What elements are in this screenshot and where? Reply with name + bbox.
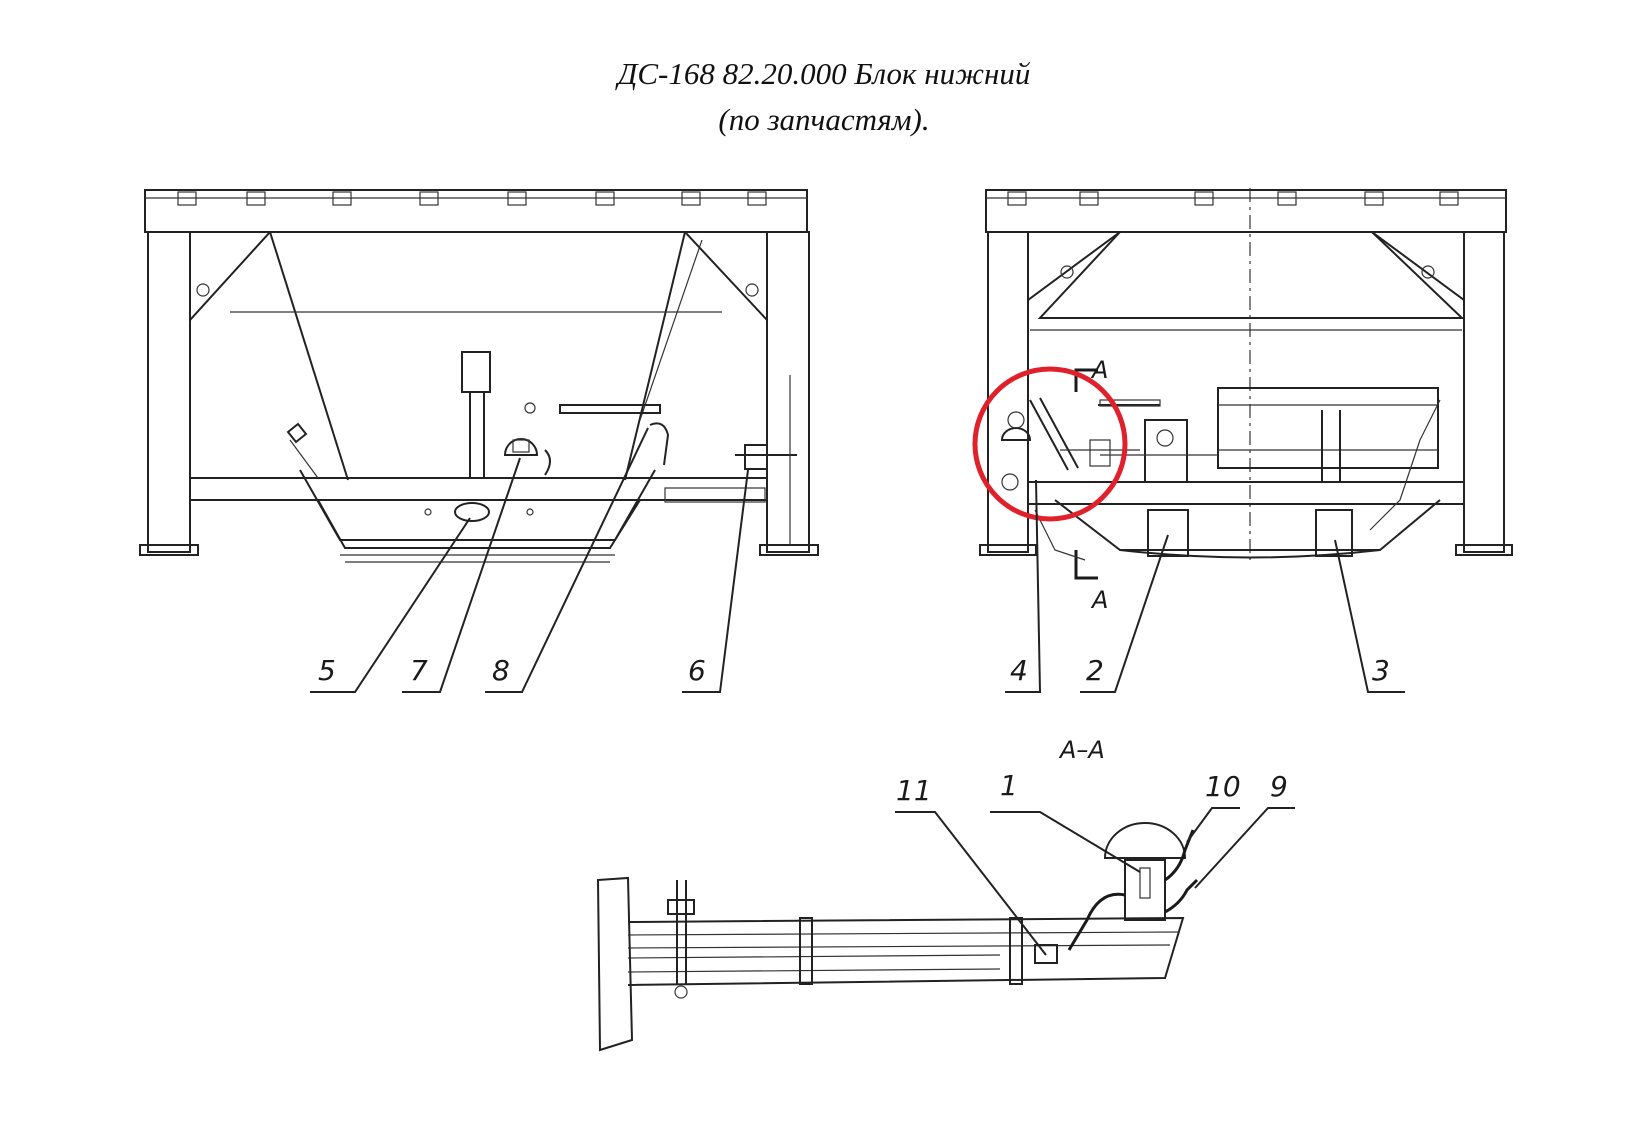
callout-6: 6 — [688, 654, 706, 687]
left-rail — [559, 404, 661, 414]
right-beam-lugs — [1007, 191, 1459, 206]
leader-3 — [1334, 539, 1405, 693]
section-item11-clamp — [1034, 944, 1058, 964]
diagram-title-line2: (по запчастям). — [718, 102, 930, 137]
right-top-beam — [985, 189, 1507, 233]
callout-8: 8 — [492, 654, 510, 687]
callout-5: 5 — [318, 654, 336, 687]
left-gusset-right — [682, 231, 768, 323]
leader-8 — [485, 427, 649, 693]
left-beam-lugs — [177, 191, 767, 206]
callout-7: 7 — [410, 654, 428, 687]
right-item2-support — [1147, 509, 1189, 557]
section-item1-body — [1124, 859, 1166, 921]
left-leg-left — [147, 231, 191, 553]
left-item7-dome — [503, 438, 539, 456]
left-gusset-left — [189, 231, 273, 323]
leader-6 — [682, 469, 749, 693]
leader-11 — [895, 811, 1047, 956]
section-view — [596, 822, 1199, 1052]
diagram-title-line1: ДС-168 82.20.000 Блок нижний — [617, 56, 1031, 91]
section-wall — [596, 876, 634, 1052]
right-item4-dome — [1000, 427, 1032, 441]
left-item8-part — [649, 422, 670, 466]
section-label-bottom: A — [1090, 586, 1108, 614]
left-view — [139, 189, 819, 563]
section-label-top: A — [1090, 356, 1108, 384]
callout-1: 1 — [1000, 769, 1018, 802]
section-title: A–A — [1058, 736, 1105, 764]
section-mark-top — [1074, 368, 1098, 392]
callout-2: 2 — [1086, 654, 1104, 687]
leader-1 — [990, 811, 1141, 873]
leader-2 — [1080, 534, 1169, 693]
callout-3: 3 — [1372, 654, 1390, 687]
leader-4 — [1005, 479, 1042, 693]
left-item7-cylinder — [461, 351, 491, 393]
callout-11: 11 — [896, 774, 932, 807]
left-leg-right — [766, 231, 810, 553]
right-main-beam — [1027, 481, 1465, 505]
section-beam — [627, 916, 1185, 986]
section-mark-bottom — [1074, 550, 1098, 580]
section-hose-11 — [1067, 892, 1126, 951]
right-item3-support — [1315, 509, 1353, 557]
left-item5-body — [454, 502, 490, 522]
right-leg-right — [1463, 231, 1505, 553]
leader-lines — [310, 427, 1405, 956]
section-hose-10 — [1164, 829, 1195, 882]
section-item1-dome — [1103, 822, 1187, 859]
highlight-circle — [972, 366, 1128, 522]
leader-9 — [1194, 807, 1295, 889]
right-view — [979, 188, 1513, 580]
leader-10 — [1186, 807, 1240, 843]
section-hose-9 — [1164, 878, 1199, 914]
right-leg-left — [987, 231, 1029, 553]
left-top-beam — [144, 189, 808, 233]
callout-9: 9 — [1270, 770, 1288, 803]
left-main-beam — [189, 477, 768, 501]
left-trough — [299, 469, 656, 541]
leader-7 — [402, 457, 521, 693]
leader-5 — [310, 517, 471, 693]
callout-4: 4 — [1010, 654, 1028, 687]
right-drum — [1217, 387, 1439, 469]
callout-10: 10 — [1205, 770, 1241, 803]
